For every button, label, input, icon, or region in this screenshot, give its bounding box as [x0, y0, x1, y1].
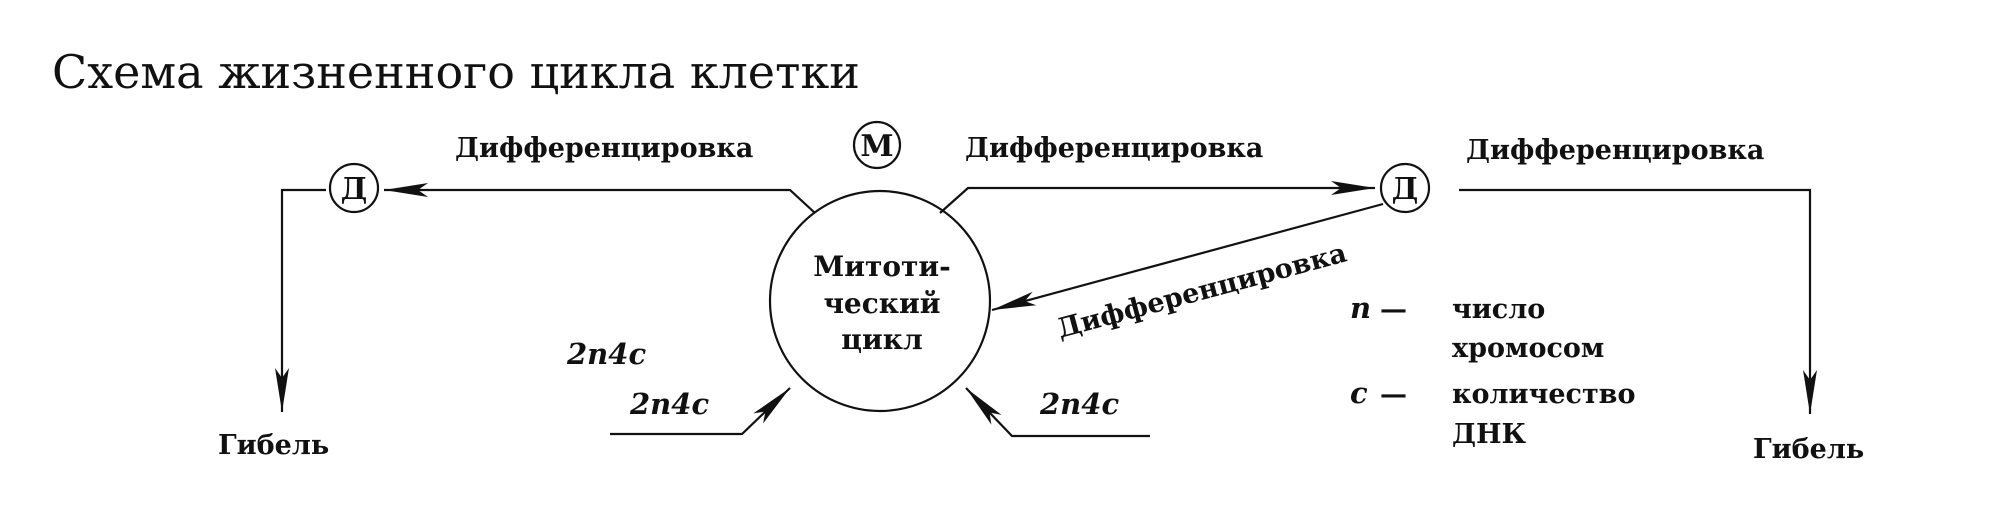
mitotic-cycle-circle: [768, 189, 992, 413]
node-d-right-label: Д: [1392, 172, 1419, 207]
legend-c-text-line2: ДНК: [1452, 419, 1527, 450]
arrow-cycle-to-right-d: [939, 181, 1375, 214]
legend-c-symbol: c: [1350, 376, 1368, 410]
legend-c-dash: —: [1380, 379, 1407, 410]
legend-n-text-line1: число: [1452, 294, 1545, 325]
legend-n-dash: —: [1380, 294, 1407, 325]
node-d-left-label: Д: [341, 172, 368, 207]
arrow-cycle-to-left-d: [384, 183, 816, 214]
label-differentiation-left: Дифференцировка: [455, 133, 753, 164]
mitotic-cycle-line1: Митоти-: [813, 250, 951, 283]
label-death-left: Гибель: [218, 430, 329, 461]
arrow-right-d-to-death: [1459, 188, 1817, 414]
arrow-left-d-to-death: [275, 188, 326, 412]
arrow-input-lower-right: [965, 387, 1150, 438]
label-differentiation-middle: Дифференцировка: [965, 133, 1263, 164]
legend-n-symbol: n: [1350, 291, 1371, 325]
arrow-right-d-to-cycle: [991, 202, 1384, 312]
node-d-left-circle: [328, 162, 380, 214]
mitotic-cycle-line2: ческий: [823, 287, 940, 320]
node-m-label: М: [860, 129, 893, 164]
ploidy-lower-right: 2n4c: [1039, 387, 1119, 421]
arrow-input-lower-left: [610, 387, 791, 436]
legend-n-text-line2: хромосом: [1452, 333, 1604, 364]
node-m-circle: [852, 120, 902, 170]
label-death-right: Гибель: [1753, 434, 1864, 465]
diagram-title: Схема жизненного цикла клетки: [52, 45, 860, 99]
label-differentiation-right: Дифференцировка: [1466, 135, 1764, 166]
ploidy-upper: 2n4c: [566, 337, 646, 371]
mitotic-cycle-line3: цикл: [841, 323, 922, 356]
node-d-right-circle: [1379, 162, 1431, 214]
legend-c-text-line1: количество: [1452, 379, 1635, 410]
ploidy-lower-left: 2n4c: [629, 387, 709, 421]
legend: n — число хромосом c — количество ДНК: [1350, 291, 1635, 450]
